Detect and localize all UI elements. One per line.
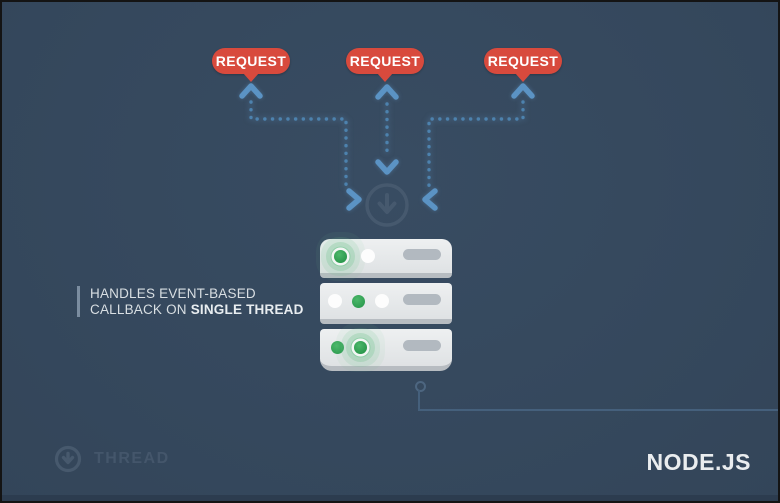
annotation: HANDLES EVENT-BASED CALLBACK ON SINGLE T… (77, 286, 304, 317)
server-row (320, 239, 452, 278)
thread-legend-label: THREAD (94, 450, 170, 467)
down-arrow-icon (375, 159, 399, 175)
request-bubble-1: REQUEST (212, 48, 290, 74)
annotation-line2: CALLBACK ON SINGLE THREAD (90, 301, 304, 317)
server-row (320, 329, 452, 371)
led-white-icon (375, 294, 389, 308)
led-green-icon (354, 341, 367, 354)
request-bubble-label: REQUEST (487, 53, 559, 69)
led-white-icon (361, 249, 375, 263)
server-slot (403, 248, 441, 260)
request-bubble-label: REQUEST (215, 53, 287, 69)
connector-line-horizontal (418, 409, 778, 411)
brand-logo: NODE.JS (646, 449, 751, 475)
annotation-line1: HANDLES EVENT-BASED (90, 286, 256, 301)
connector-line-vertical (418, 390, 420, 410)
request-bubble-2: REQUEST (346, 48, 424, 74)
up-arrow-icon (239, 83, 263, 99)
up-arrow-icon (511, 83, 535, 99)
arrow-chevrons (239, 83, 535, 211)
dotted-flow-lines (249, 100, 525, 190)
led-green-icon (352, 294, 365, 308)
annotation-accent-bar (77, 286, 80, 317)
server-slot (403, 293, 441, 305)
circle-down-arrow-icon (365, 183, 409, 227)
request-bubble-label: REQUEST (349, 53, 421, 69)
circle-down-arrow-icon (54, 445, 82, 473)
server (320, 239, 452, 371)
request-bubble-3: REQUEST (484, 48, 562, 74)
right-arrow-icon (346, 188, 362, 211)
left-arrow-icon (422, 188, 438, 211)
bottom-strip (2, 495, 778, 501)
led-green-icon (334, 249, 347, 263)
connector-node (415, 381, 426, 392)
up-arrow-icon (375, 84, 399, 100)
led-green-icon (331, 341, 344, 354)
server-slot (403, 340, 441, 351)
thread-legend: THREAD (54, 445, 170, 473)
server-row (320, 283, 452, 324)
led-white-icon (328, 294, 342, 308)
